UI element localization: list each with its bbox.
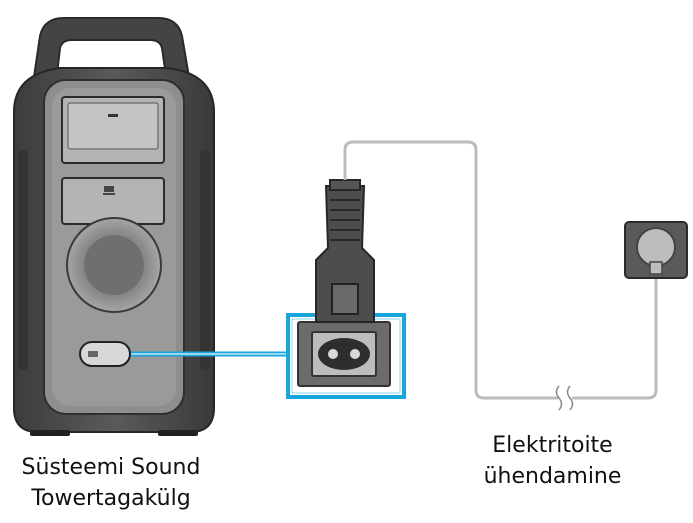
cable-icon — [343, 140, 562, 400]
speaker-caption-line2: Towertagakülg — [31, 486, 191, 511]
speaker-caption: Süsteemi Sound Towertagakülg — [0, 452, 222, 514]
speaker-icon — [13, 17, 215, 436]
power-caption-line1: Elektritoite — [492, 433, 613, 458]
wall-outlet-icon — [624, 221, 688, 279]
power-caption: Elektritoite ühendamine — [445, 430, 660, 492]
power-socket-icon — [286, 313, 406, 399]
power-plug-icon — [315, 179, 375, 323]
speaker-caption-line1: Süsteemi Sound — [21, 455, 201, 480]
power-caption-line2: ühendamine — [483, 464, 622, 489]
